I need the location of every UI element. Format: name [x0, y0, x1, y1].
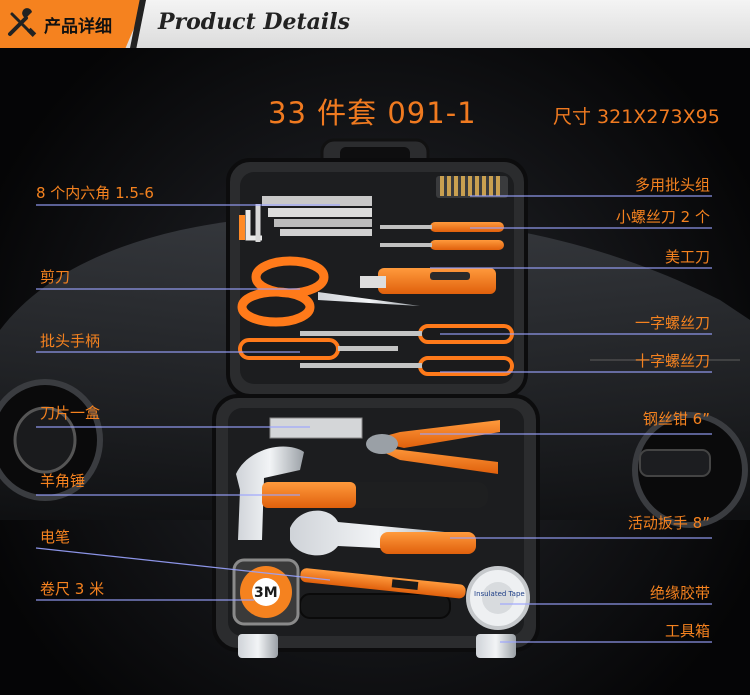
- label-tape-measure: 卷尺 3 米: [40, 580, 105, 598]
- label-bit-handle: 批头手柄: [40, 332, 101, 350]
- label-pliers: 钢丝钳 6”: [642, 410, 710, 428]
- label-blade-box: 刀片一盒: [40, 404, 101, 422]
- insulated-tape: [466, 566, 530, 630]
- label-adjustable-wrench: 活动扳手 8”: [627, 514, 710, 532]
- label-bit-set: 多用批头组: [634, 176, 710, 194]
- tape-brand-text: Insulated Tape: [474, 590, 525, 598]
- label-slotted-screwdriver: 一字螺丝刀: [634, 314, 710, 332]
- label-utility-knife: 美工刀: [664, 248, 710, 266]
- label-test-pencil: 电笔: [40, 528, 71, 546]
- scissors: [237, 256, 420, 327]
- header-cn-title: 产品详细: [44, 17, 112, 37]
- label-phillips-screwdriver: 十字螺丝刀: [634, 352, 710, 370]
- tape-measure: [232, 558, 300, 626]
- label-toolbox: 工具箱: [664, 622, 710, 640]
- tape-3m-label: 3M: [254, 585, 278, 601]
- label-hammer: 羊角锤: [40, 472, 86, 490]
- label-hex-keys: 8 个内六角 1.5-6: [36, 184, 154, 202]
- header-orange-tab: [0, 0, 146, 48]
- product-size: 尺寸 321X273X95: [553, 106, 720, 128]
- label-insulated-tape: 绝缘胶带: [649, 584, 710, 602]
- leader-lines: [35, 195, 712, 643]
- header-en-title: Product Details: [158, 9, 350, 35]
- hammer: [236, 446, 488, 540]
- product-title: 33 件套 091-1: [268, 96, 477, 130]
- hex-keys: [239, 196, 372, 242]
- label-scissors: 剪刀: [40, 268, 71, 286]
- label-small-screwdrivers: 小螺丝刀 2 个: [615, 208, 710, 226]
- tools-icon: [8, 8, 37, 37]
- header-bar: 产品详细 Product Details: [0, 0, 750, 48]
